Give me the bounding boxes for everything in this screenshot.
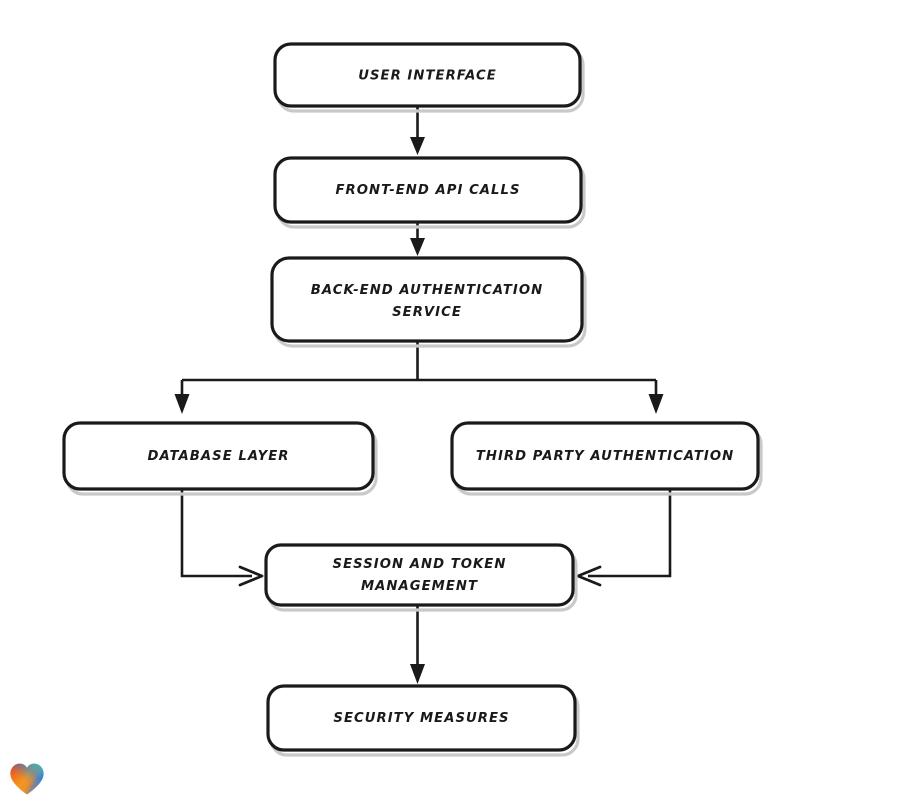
node-label-session-and-token-management-line1: SESSION AND TOKEN (333, 557, 507, 572)
node-security-measures[interactable]: SECURITY MEASURES (266, 684, 580, 757)
node-user-interface[interactable]: USER INTERFACE (273, 42, 585, 113)
node-session-and-token-management[interactable]: SESSION AND TOKEN MANAGEMENT (264, 543, 578, 612)
node-label-back-end-authentication-service-line2: SERVICE (392, 305, 462, 320)
node-front-end-api-calls[interactable]: FRONT-END API CALLS (273, 156, 586, 229)
node-label-session-and-token-management-line2: MANAGEMENT (361, 579, 478, 594)
node-label-back-end-authentication-service-line1: BACK-END AUTHENTICATION (311, 283, 543, 298)
heart-icon (10, 763, 44, 795)
edge-database-to-session (180, 489, 264, 587)
node-label-security-measures: SECURITY MEASURES (333, 711, 509, 726)
node-label-front-end-api-calls: FRONT-END API CALLS (335, 183, 520, 198)
node-third-party-authentication[interactable]: THIRD PARTY AUTHENTICATION (450, 421, 763, 496)
node-back-end-authentication-service[interactable]: BACK-END AUTHENTICATION SERVICE (270, 256, 587, 348)
edge-backend-to-thirdparty (648, 380, 664, 414)
node-label-third-party-authentication: THIRD PARTY AUTHENTICATION (476, 449, 734, 464)
edge-ui-to-api (410, 106, 425, 155)
edge-api-to-backend (410, 222, 425, 256)
edge-backend-to-database (174, 380, 190, 414)
edge-thirdparty-to-session (576, 489, 672, 587)
node-database-layer[interactable]: DATABASE LAYER (62, 421, 378, 496)
node-label-user-interface: USER INTERFACE (358, 69, 497, 84)
edge-session-to-security (410, 605, 425, 684)
node-label-database-layer: DATABASE LAYER (148, 449, 290, 464)
